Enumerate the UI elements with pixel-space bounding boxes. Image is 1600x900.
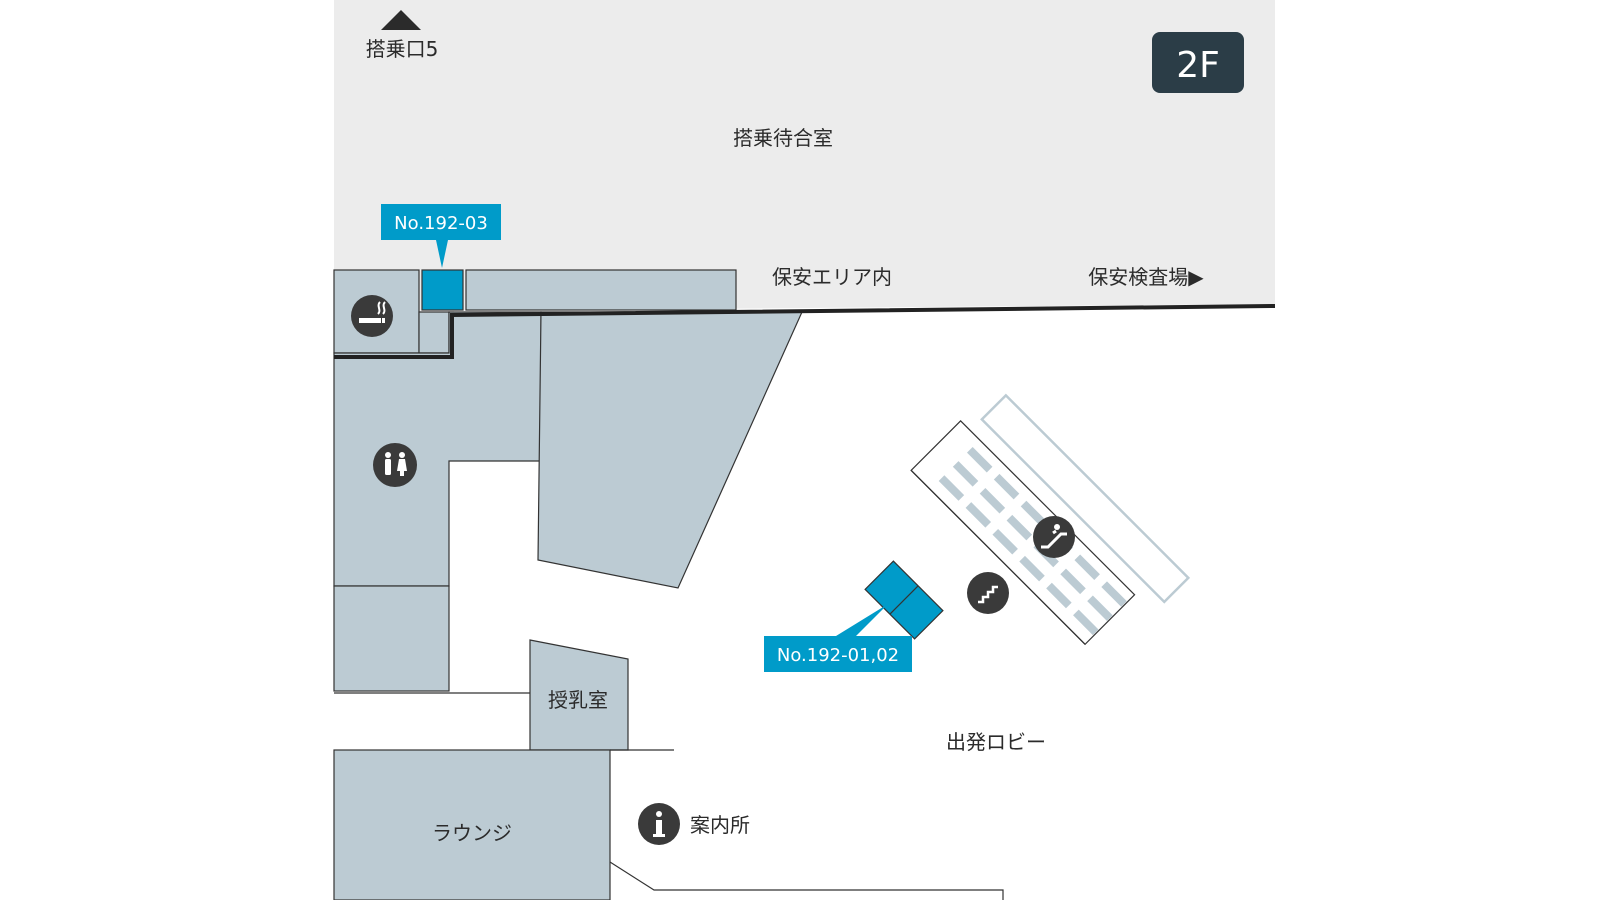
block-top — [465, 269, 737, 311]
nursing-room-label: 授乳室 — [548, 688, 608, 712]
callout-192-03-text: No.192-03 — [394, 213, 488, 234]
callout-192-01-02[interactable]: No.192-01,02 — [764, 604, 912, 672]
lounge-block[interactable] — [333, 749, 611, 900]
up-arrow-icon — [381, 10, 421, 30]
block-trapezoid — [537, 311, 803, 589]
block-lower-left — [333, 585, 450, 692]
stair-stripe — [952, 461, 979, 487]
floor-label: 2F — [1176, 45, 1220, 86]
waiting-room-label: 搭乗待合室 — [733, 126, 833, 150]
stair-stripe — [1019, 555, 1045, 582]
security-boundary — [334, 304, 1276, 359]
information-label: 案内所 — [690, 813, 750, 837]
lounge-label: ラウンジ — [432, 821, 512, 845]
outline-lines — [334, 692, 1004, 900]
escalator-icon[interactable] — [1033, 516, 1075, 558]
information-icon[interactable] — [638, 803, 680, 845]
stair-stripe — [1006, 514, 1033, 541]
restroom-block[interactable] — [333, 311, 542, 587]
stair-stripe — [938, 475, 965, 501]
escalator-outline — [980, 393, 1191, 604]
gate-label: 搭乗口5 — [366, 37, 439, 61]
stair-stripe — [1046, 582, 1072, 609]
stair-stripe — [992, 529, 1018, 555]
smoking-icon[interactable] — [351, 295, 393, 337]
stairs-edge — [910, 469, 1086, 645]
block-small — [418, 311, 450, 354]
secure-area — [334, 0, 1275, 352]
stair-stripe — [1101, 581, 1127, 607]
departure-lobby-label: 出発ロビー — [946, 730, 1046, 754]
stair-stripe — [1020, 500, 1047, 527]
restroom-icon[interactable] — [373, 443, 417, 487]
stair-stripe — [1074, 554, 1100, 580]
stairs-icon[interactable] — [967, 572, 1009, 614]
floor-badge: 2F — [1152, 32, 1244, 93]
stair-stripe — [993, 473, 1020, 500]
callout-192-03[interactable]: No.192-03 — [381, 204, 501, 268]
stair-stripe — [966, 447, 993, 473]
security-check-label[interactable]: 保安検査場▶ — [1088, 265, 1204, 289]
location-192-01-02-marker[interactable] — [864, 560, 944, 640]
callout-192-01-02-text: No.192-01,02 — [777, 645, 899, 666]
security-inside-label: 保安エリア内 — [772, 265, 892, 289]
stair-stripe — [1087, 595, 1113, 621]
stair-stripe — [1060, 568, 1086, 595]
building-blocks — [333, 269, 803, 900]
location-192-03-marker[interactable] — [421, 269, 464, 311]
stair-stripe — [1073, 609, 1099, 636]
stair-stripe — [965, 502, 992, 528]
stair-stripe — [979, 488, 1006, 514]
